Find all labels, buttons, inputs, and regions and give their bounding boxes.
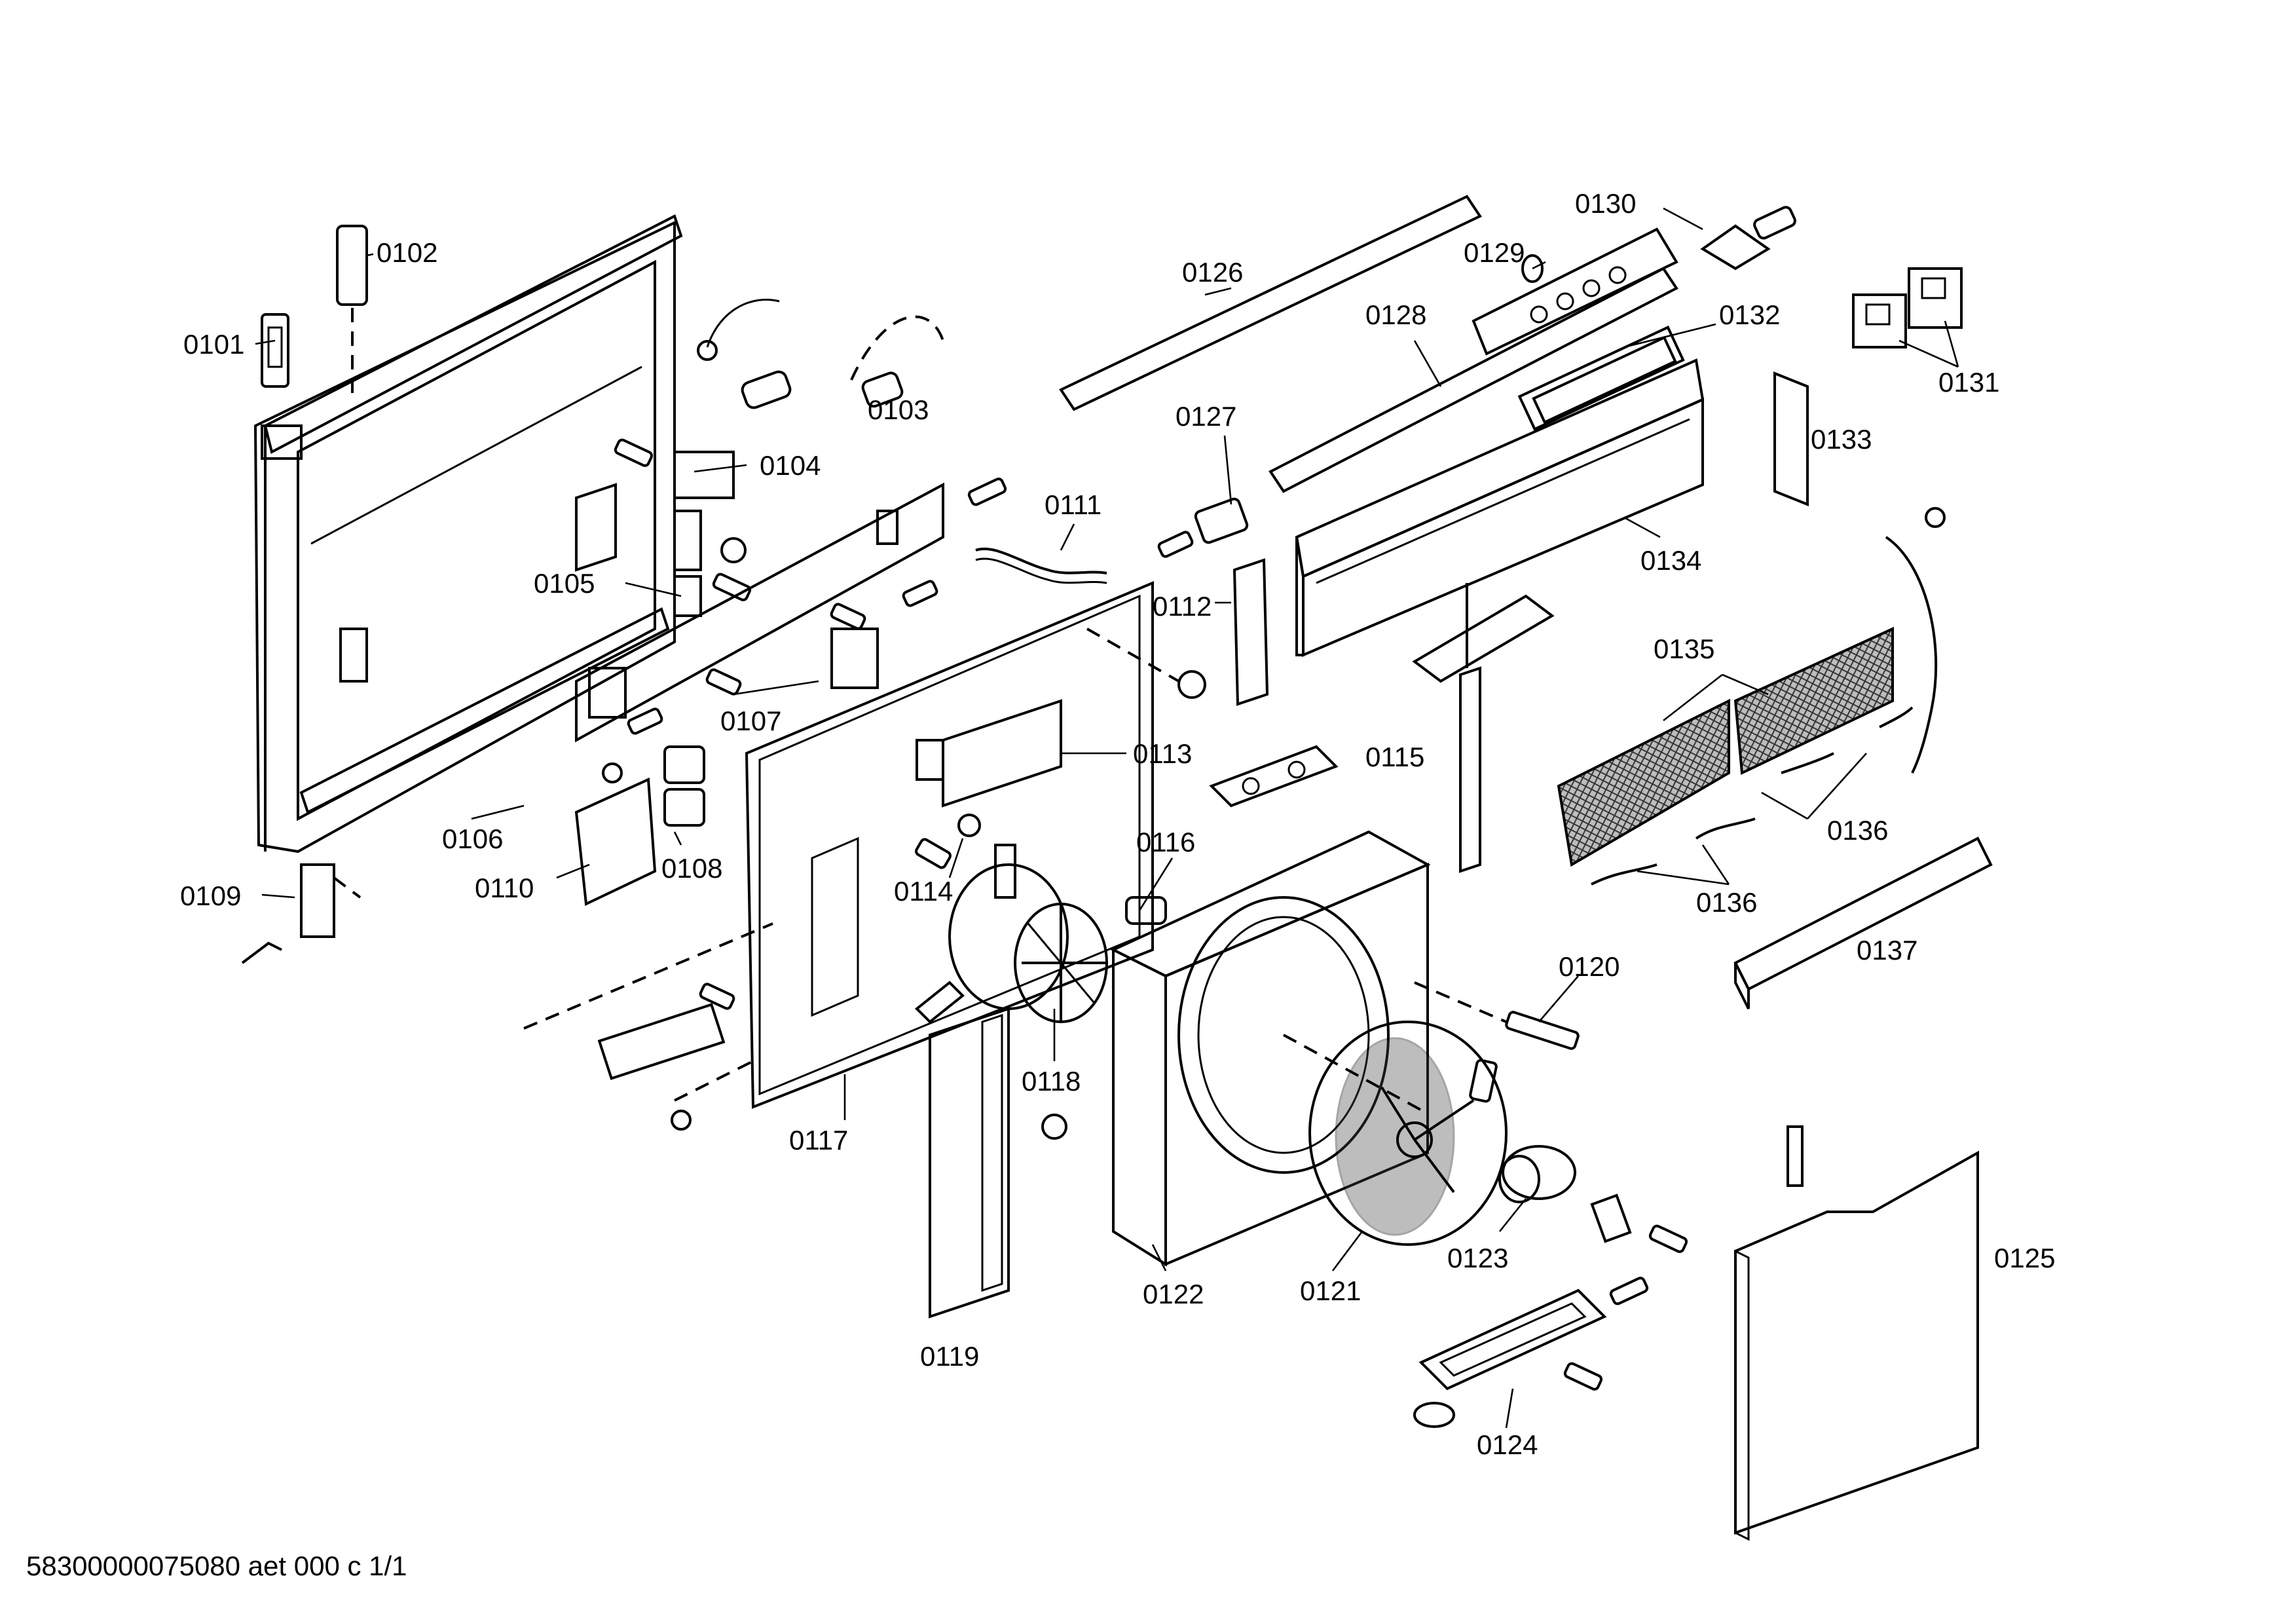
label-0102: 0102 xyxy=(377,237,437,268)
motor-plate xyxy=(523,580,1206,1131)
leader-lines xyxy=(255,207,1959,1429)
label-0136-lower: 0136 xyxy=(1696,887,1757,918)
label-0114: 0114 xyxy=(894,876,953,907)
button-block xyxy=(1517,326,1685,431)
label-0128: 0128 xyxy=(1365,299,1426,330)
trim-bar xyxy=(1733,836,1993,1009)
label-0116: 0116 xyxy=(1136,827,1195,857)
label-0125: 0125 xyxy=(1994,1243,2055,1273)
part-labels: 0102 0101 0103 0104 0105 0107 0106 0110 … xyxy=(180,188,2055,1460)
label-0135: 0135 xyxy=(1654,633,1714,664)
label-0133: 0133 xyxy=(1811,424,1872,455)
label-0108: 0108 xyxy=(661,853,722,884)
t-bracket xyxy=(1412,583,1555,873)
label-0109: 0109 xyxy=(180,880,241,911)
switch-bracket xyxy=(575,451,747,617)
top-strip xyxy=(1059,195,1482,411)
label-0119: 0119 xyxy=(920,1341,979,1372)
label-0106: 0106 xyxy=(442,823,503,854)
grease-filter-pair xyxy=(1557,626,1894,867)
fan-housing xyxy=(1110,830,1431,1267)
label-0122: 0122 xyxy=(1143,1279,1204,1309)
label-0129: 0129 xyxy=(1464,237,1525,268)
label-0126: 0126 xyxy=(1182,257,1243,288)
mounting-pad xyxy=(1209,745,1339,808)
front-panel xyxy=(1734,1125,1979,1541)
label-0104: 0104 xyxy=(760,450,821,481)
cable-part xyxy=(697,299,944,409)
label-0137: 0137 xyxy=(1857,935,1917,966)
label-0113: 0113 xyxy=(1133,738,1192,769)
hood-housing xyxy=(1295,358,1705,658)
cable-tray xyxy=(1413,1224,1688,1428)
filter-clips xyxy=(1591,706,1914,886)
label-0107: 0107 xyxy=(720,705,781,736)
label-0101: 0101 xyxy=(183,329,244,360)
terminal-blocks xyxy=(1852,267,1963,348)
inner-panel xyxy=(575,482,944,743)
control-strip xyxy=(1268,227,1678,493)
clamp-part xyxy=(1700,206,1796,271)
label-0103: 0103 xyxy=(868,394,929,425)
label-0111: 0111 xyxy=(1045,489,1102,520)
document-id-footer: 58300000075080 aet 000 c 1/1 xyxy=(26,1550,407,1581)
capacitor-part xyxy=(1498,1145,1632,1243)
rocker-switch xyxy=(1157,497,1249,558)
label-0124: 0124 xyxy=(1477,1429,1538,1460)
label-0121: 0121 xyxy=(1300,1275,1361,1306)
label-0136-right: 0136 xyxy=(1827,815,1888,846)
label-0127: 0127 xyxy=(1176,401,1236,432)
screw-parts xyxy=(614,438,1580,1140)
label-0130: 0130 xyxy=(1575,188,1636,219)
label-0131: 0131 xyxy=(1938,367,1999,398)
left-frame-assembly xyxy=(253,214,683,854)
bottom-bracket xyxy=(241,863,361,964)
switch-pair xyxy=(663,745,705,827)
label-0118: 0118 xyxy=(1022,1066,1081,1097)
label-0132: 0132 xyxy=(1719,299,1780,330)
handle-part xyxy=(336,225,368,393)
label-0110: 0110 xyxy=(475,873,534,903)
clip-part xyxy=(261,313,289,388)
cover-plate xyxy=(574,762,657,907)
label-0115: 0115 xyxy=(1365,741,1424,772)
label-0123: 0123 xyxy=(1447,1243,1508,1273)
label-0112: 0112 xyxy=(1153,591,1212,622)
label-0117: 0117 xyxy=(789,1125,848,1155)
blower-wheel xyxy=(1283,1021,1508,1246)
label-0134: 0134 xyxy=(1640,545,1701,576)
hose-part xyxy=(975,548,1107,584)
side-bracket xyxy=(1773,371,1809,506)
label-0105: 0105 xyxy=(534,568,595,599)
side-rail xyxy=(929,1007,1010,1319)
small-bracket xyxy=(1232,558,1269,706)
label-0120: 0120 xyxy=(1559,951,1620,982)
power-cord xyxy=(1885,507,1946,774)
